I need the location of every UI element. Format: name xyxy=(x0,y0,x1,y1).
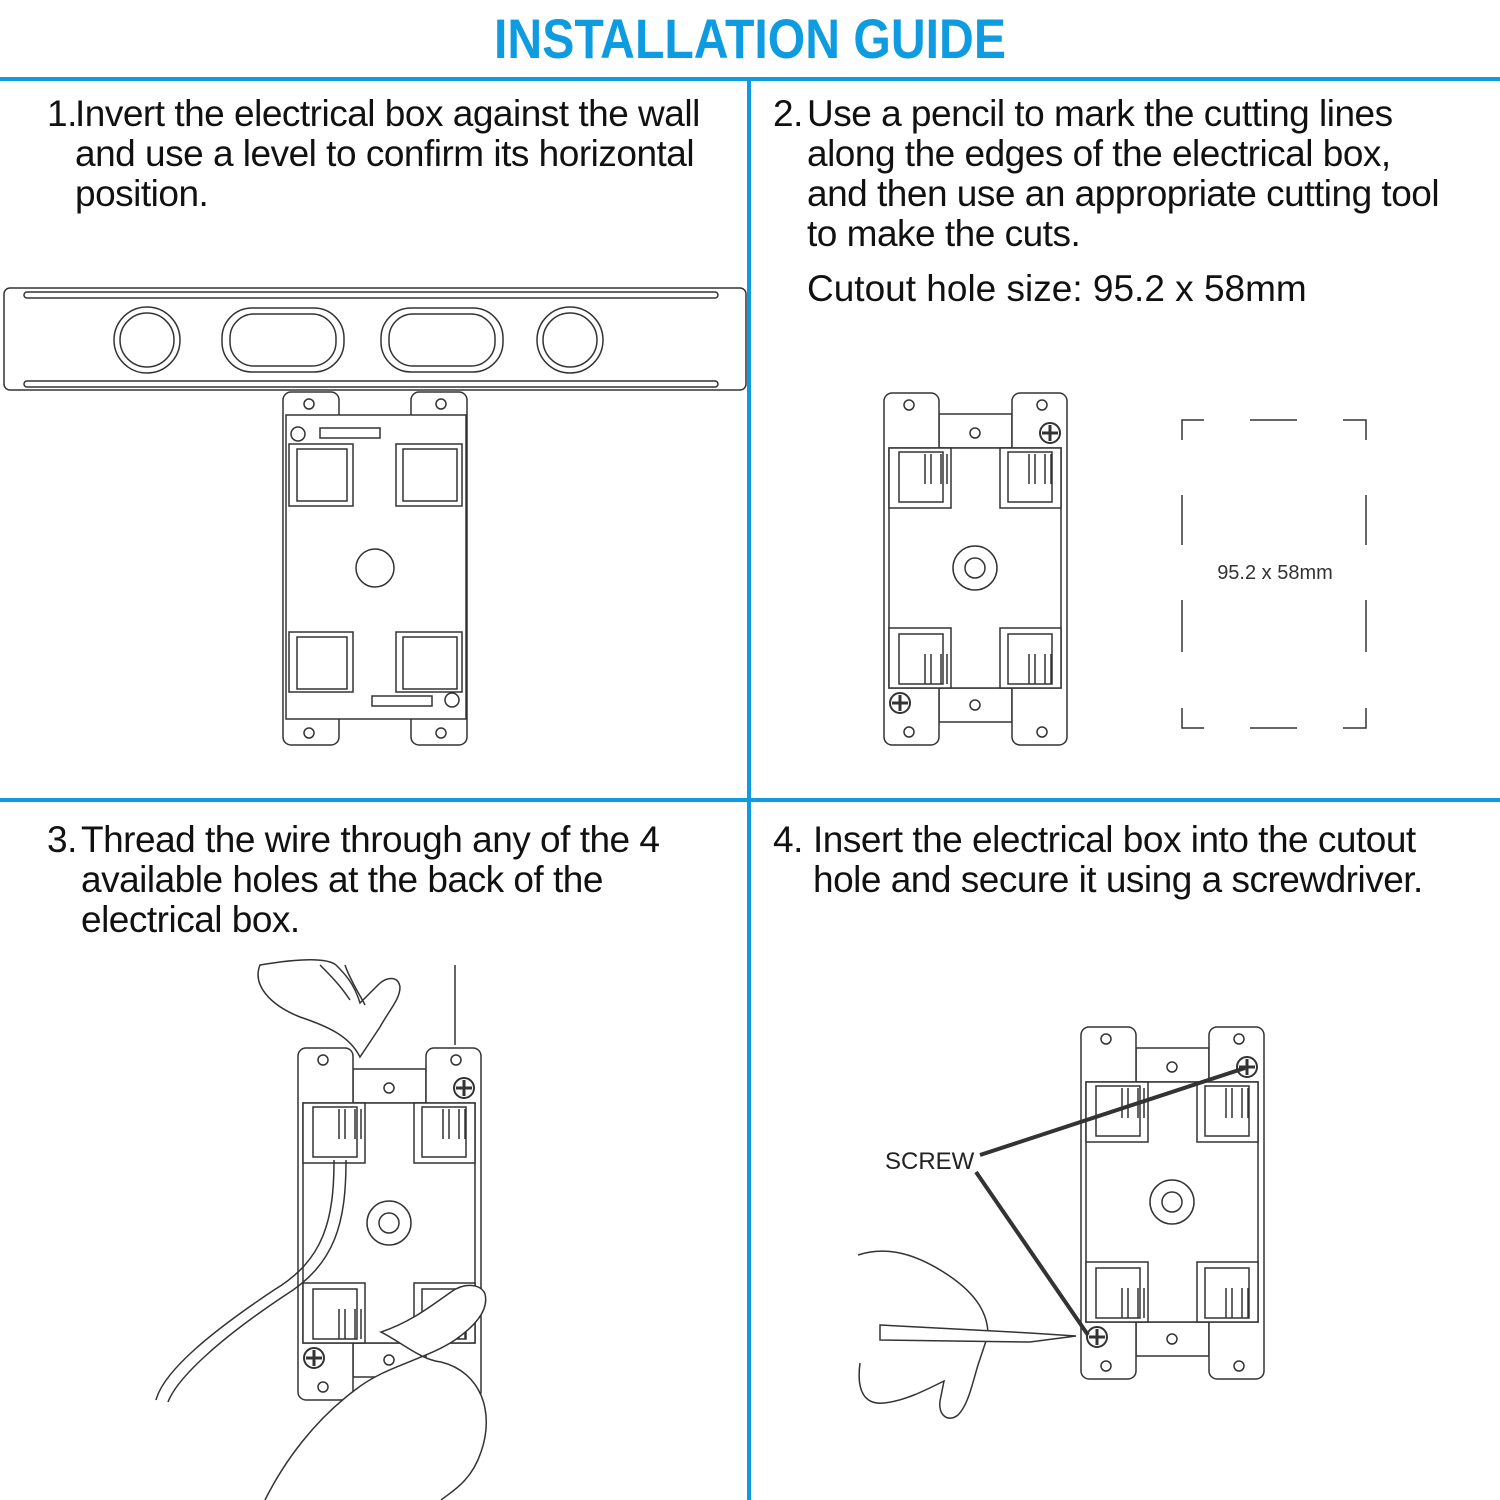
hand-with-pencil xyxy=(857,1250,1077,1419)
step-text: Thread the wire through any of the 4 ava… xyxy=(81,819,660,940)
step-text: Use a pencil to mark the cutting lines a… xyxy=(807,93,1440,254)
cutout-size-label: 95.2 x 58mm xyxy=(1217,562,1333,584)
step-number: 1. xyxy=(47,93,77,134)
level-tool xyxy=(3,287,747,391)
step-1: 1. Invert the electrical box against the… xyxy=(47,94,727,214)
electrical-box xyxy=(1079,1025,1266,1381)
screw-label: SCREW xyxy=(885,1148,975,1175)
step-number: 4. xyxy=(773,819,803,860)
electrical-box xyxy=(296,1046,483,1402)
page-title: INSTALLATION GUIDE xyxy=(494,7,1006,70)
step-text: Invert the electrical box against the wa… xyxy=(75,93,700,214)
wire xyxy=(155,1159,347,1403)
step-4: 4. Insert the electrical box into the cu… xyxy=(773,820,1488,900)
step-number: 3. xyxy=(47,819,77,860)
cutout-size-note: Cutout hole size: 95.2 x 58mm xyxy=(807,268,1307,309)
electrical-box-inverted xyxy=(282,391,468,746)
step-2: 2. Use a pencil to mark the cutting line… xyxy=(773,94,1453,254)
divider-vertical xyxy=(747,80,751,1500)
hand-bottom xyxy=(264,1284,488,1500)
step-text: Insert the electrical box into the cutou… xyxy=(813,819,1423,900)
screw-callout-lines xyxy=(974,1066,1246,1337)
step-3: 3. Thread the wire through any of the 4 … xyxy=(47,820,727,940)
electrical-box xyxy=(882,391,1069,747)
divider-top xyxy=(0,77,1500,81)
hand-top xyxy=(257,958,456,1059)
cutout-outline xyxy=(1181,419,1367,729)
step-number: 2. xyxy=(773,93,803,134)
